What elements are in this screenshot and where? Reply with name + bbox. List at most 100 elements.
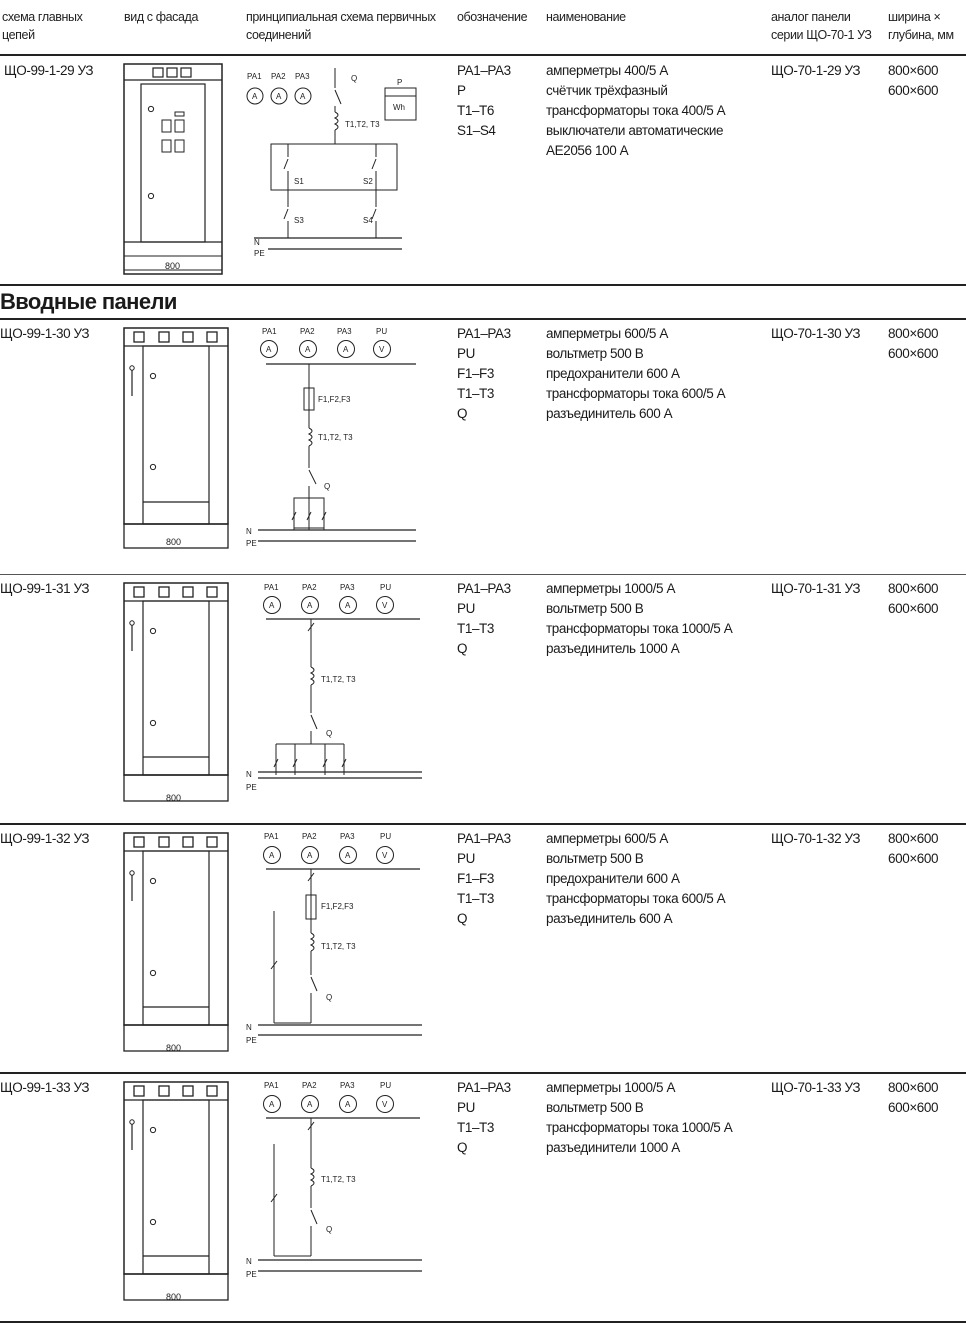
ammeter-label: A (276, 92, 282, 101)
name-item: разъединители 1000 А (546, 1140, 680, 1155)
row-divider (0, 1321, 966, 1323)
table-row: ЩО-99-1-33 УЗ 800 PA1 PA2 PA3 PU A A A V… (0, 1074, 966, 1322)
label-s2: S2 (363, 177, 373, 186)
header-scheme: схема главных цепей (2, 10, 83, 42)
name-item: амперметры 1000/5 А (546, 581, 676, 596)
designation-item: F1–F3 (457, 366, 495, 381)
wiring-diagram: PA1 PA2 PA3 PU A A A V T1,T2, T3 Q N PE (246, 583, 422, 792)
name-item: вольтметр 500 В (546, 346, 644, 361)
analog-code: ЩО-70-1-32 УЗ (771, 831, 861, 846)
voltmeter-label: V (382, 601, 388, 610)
voltmeter-label: V (379, 345, 385, 354)
name-item: вольтметр 500 В (546, 601, 644, 616)
row-divider (0, 1072, 966, 1074)
size-list: 800×600 600×600 (888, 61, 939, 101)
analog-code: ЩО-70-1-31 УЗ (771, 581, 861, 596)
size-item: 800×600 (888, 1080, 939, 1095)
designation-item: PU (457, 601, 475, 616)
table-row: ЩО-99-1-30 УЗ 800 PA1 PA2 PA3 PU A A A V… (0, 320, 966, 573)
designation-list: PA1–PA3 PU T1–T3 Q (457, 579, 511, 659)
designation-item: S1–S4 (457, 123, 496, 138)
panel-code: ЩО-99-1-30 УЗ (0, 326, 90, 341)
label-n: N (246, 1257, 252, 1266)
label-n: N (254, 238, 260, 247)
label-pa2: PA2 (271, 72, 286, 81)
facade-view: 800 (123, 832, 229, 1053)
designation-item: PA1–PA3 (457, 63, 511, 78)
ammeter-label: A (343, 345, 349, 354)
label-pu: PU (376, 327, 387, 336)
label-s1: S1 (294, 177, 304, 186)
label-pe: PE (254, 249, 265, 258)
name-item: АЕ2056 100 А (546, 143, 629, 158)
label-pa1: PA1 (262, 327, 277, 336)
designation-list: PA1–PA3 P T1–T6 S1–S4 (457, 61, 511, 141)
designation-item: PA1–PA3 (457, 326, 511, 341)
label-q: Q (324, 482, 330, 491)
name-item: амперметры 400/5 А (546, 63, 668, 78)
facade-view: 800 (123, 63, 223, 275)
label-t-three: T1,T2, T3 (318, 433, 353, 442)
header-size: ширина × глубина, мм (888, 10, 954, 42)
size-item: 800×600 (888, 63, 939, 78)
wiring-diagram: PA1 PA2 PA3 PU A A A V F1,F2,F3 T1,T2, T… (246, 832, 422, 1045)
label-pa3: PA3 (340, 1081, 355, 1090)
label-pa3: PA3 (337, 327, 352, 336)
label-q: Q (326, 1225, 332, 1234)
size-item: 800×600 (888, 326, 939, 341)
label-pu: PU (380, 1081, 391, 1090)
facade-view: 800 (123, 1081, 229, 1302)
wiring-diagram: PA1 PA2 PA3 A A A Q T1,T2, T3 P Wh S1 S2… (246, 68, 417, 258)
label-n: N (246, 770, 252, 779)
size-list: 800×600 600×600 (888, 829, 939, 869)
size-item: 600×600 (888, 1100, 939, 1115)
size-item: 800×600 (888, 831, 939, 846)
designation-item: T1–T3 (457, 1120, 495, 1135)
header-facade: вид с фасада (124, 10, 198, 24)
designation-item: PU (457, 346, 475, 361)
label-pa3: PA3 (295, 72, 310, 81)
voltmeter-label: V (382, 1100, 388, 1109)
panel-code: ЩО-99-1-33 УЗ (0, 1080, 90, 1095)
designation-list: PA1–PA3 PU T1–T3 Q (457, 1078, 511, 1158)
table-row: ЩО-99-1-29 УЗ 800 PA1 PA2 PA3 A A A Q T1… (0, 56, 966, 284)
table-row: ЩО-99-1-31 УЗ 800 PA1 PA2 PA3 PU A A A V… (0, 575, 966, 823)
facade-view: 800 (123, 582, 229, 803)
designation-item: T1–T3 (457, 386, 495, 401)
name-item: предохранители 600 А (546, 871, 680, 886)
name-item: трансформаторы тока 1000/5 А (546, 621, 733, 636)
label-pa1: PA1 (264, 1081, 279, 1090)
width-label: 800 (166, 537, 181, 547)
ammeter-label: A (269, 851, 275, 860)
panel-code: ЩО-99-1-29 УЗ (4, 63, 94, 78)
name-item: счётчик трёхфазный (546, 83, 668, 98)
ammeter-label: A (345, 1100, 351, 1109)
name-list: амперметры 600/5 А вольтметр 500 В предо… (546, 324, 726, 424)
header-analog: аналог панели серии ЩО-70-1 УЗ (771, 10, 872, 42)
analog-code: ЩО-70-1-33 УЗ (771, 1080, 861, 1095)
size-item: 800×600 (888, 581, 939, 596)
label-pa1: PA1 (264, 832, 279, 841)
size-list: 800×600 600×600 (888, 324, 939, 364)
name-item: трансформаторы тока 1000/5 А (546, 1120, 733, 1135)
ammeter-label: A (269, 1100, 275, 1109)
ammeter-label: A (307, 1100, 313, 1109)
panel-code: ЩО-99-1-31 УЗ (0, 581, 90, 596)
label-wh: Wh (393, 103, 405, 112)
ammeter-label: A (269, 601, 275, 610)
header-divider (0, 54, 966, 56)
name-item: предохранители 600 А (546, 366, 680, 381)
designation-item: T1–T6 (457, 103, 495, 118)
name-item: трансформаторы тока 400/5 А (546, 103, 726, 118)
ammeter-label: A (307, 601, 313, 610)
label-pa2: PA2 (302, 583, 317, 592)
name-item: трансформаторы тока 600/5 А (546, 386, 726, 401)
label-t-three: T1,T2, T3 (321, 675, 356, 684)
designation-item: T1–T3 (457, 891, 495, 906)
name-item: трансформаторы тока 600/5 А (546, 891, 726, 906)
name-item: вольтметр 500 В (546, 851, 644, 866)
name-item: вольтметр 500 В (546, 1100, 644, 1115)
label-q: Q (351, 74, 357, 83)
size-list: 800×600 600×600 (888, 579, 939, 619)
width-label: 800 (166, 793, 181, 803)
